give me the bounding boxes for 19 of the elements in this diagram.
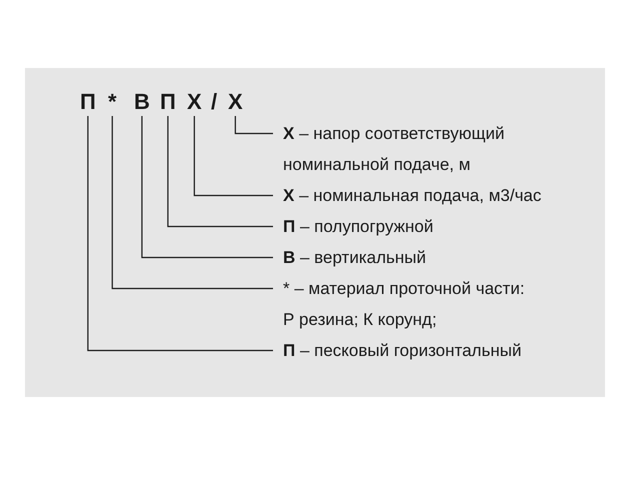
code-character: Х [228,88,243,116]
leader-line [167,116,273,228]
code-character: В [134,88,150,116]
leader-line [234,116,273,134]
description-text: П – полупогружной [283,211,603,242]
code-character: П [80,88,96,116]
description-text: П – песковый горизонтальный [283,335,603,366]
leader-line [194,116,273,196]
leader-line [141,116,273,258]
description-text: Х – номинальная подача, м3/час [283,180,603,211]
code-character: Х [187,88,202,116]
description-text: В – вертикальный [283,242,603,273]
description-text: * – материал проточной части: Р резина; К корунд; [283,273,533,335]
leader-line [112,116,273,290]
code-character: П [160,88,176,116]
description-text: Х – напор соответствующий номинальной подаче, м [283,118,553,180]
separator-slash: / [211,88,218,116]
leader-line [87,116,273,352]
code-character: * [108,88,117,116]
